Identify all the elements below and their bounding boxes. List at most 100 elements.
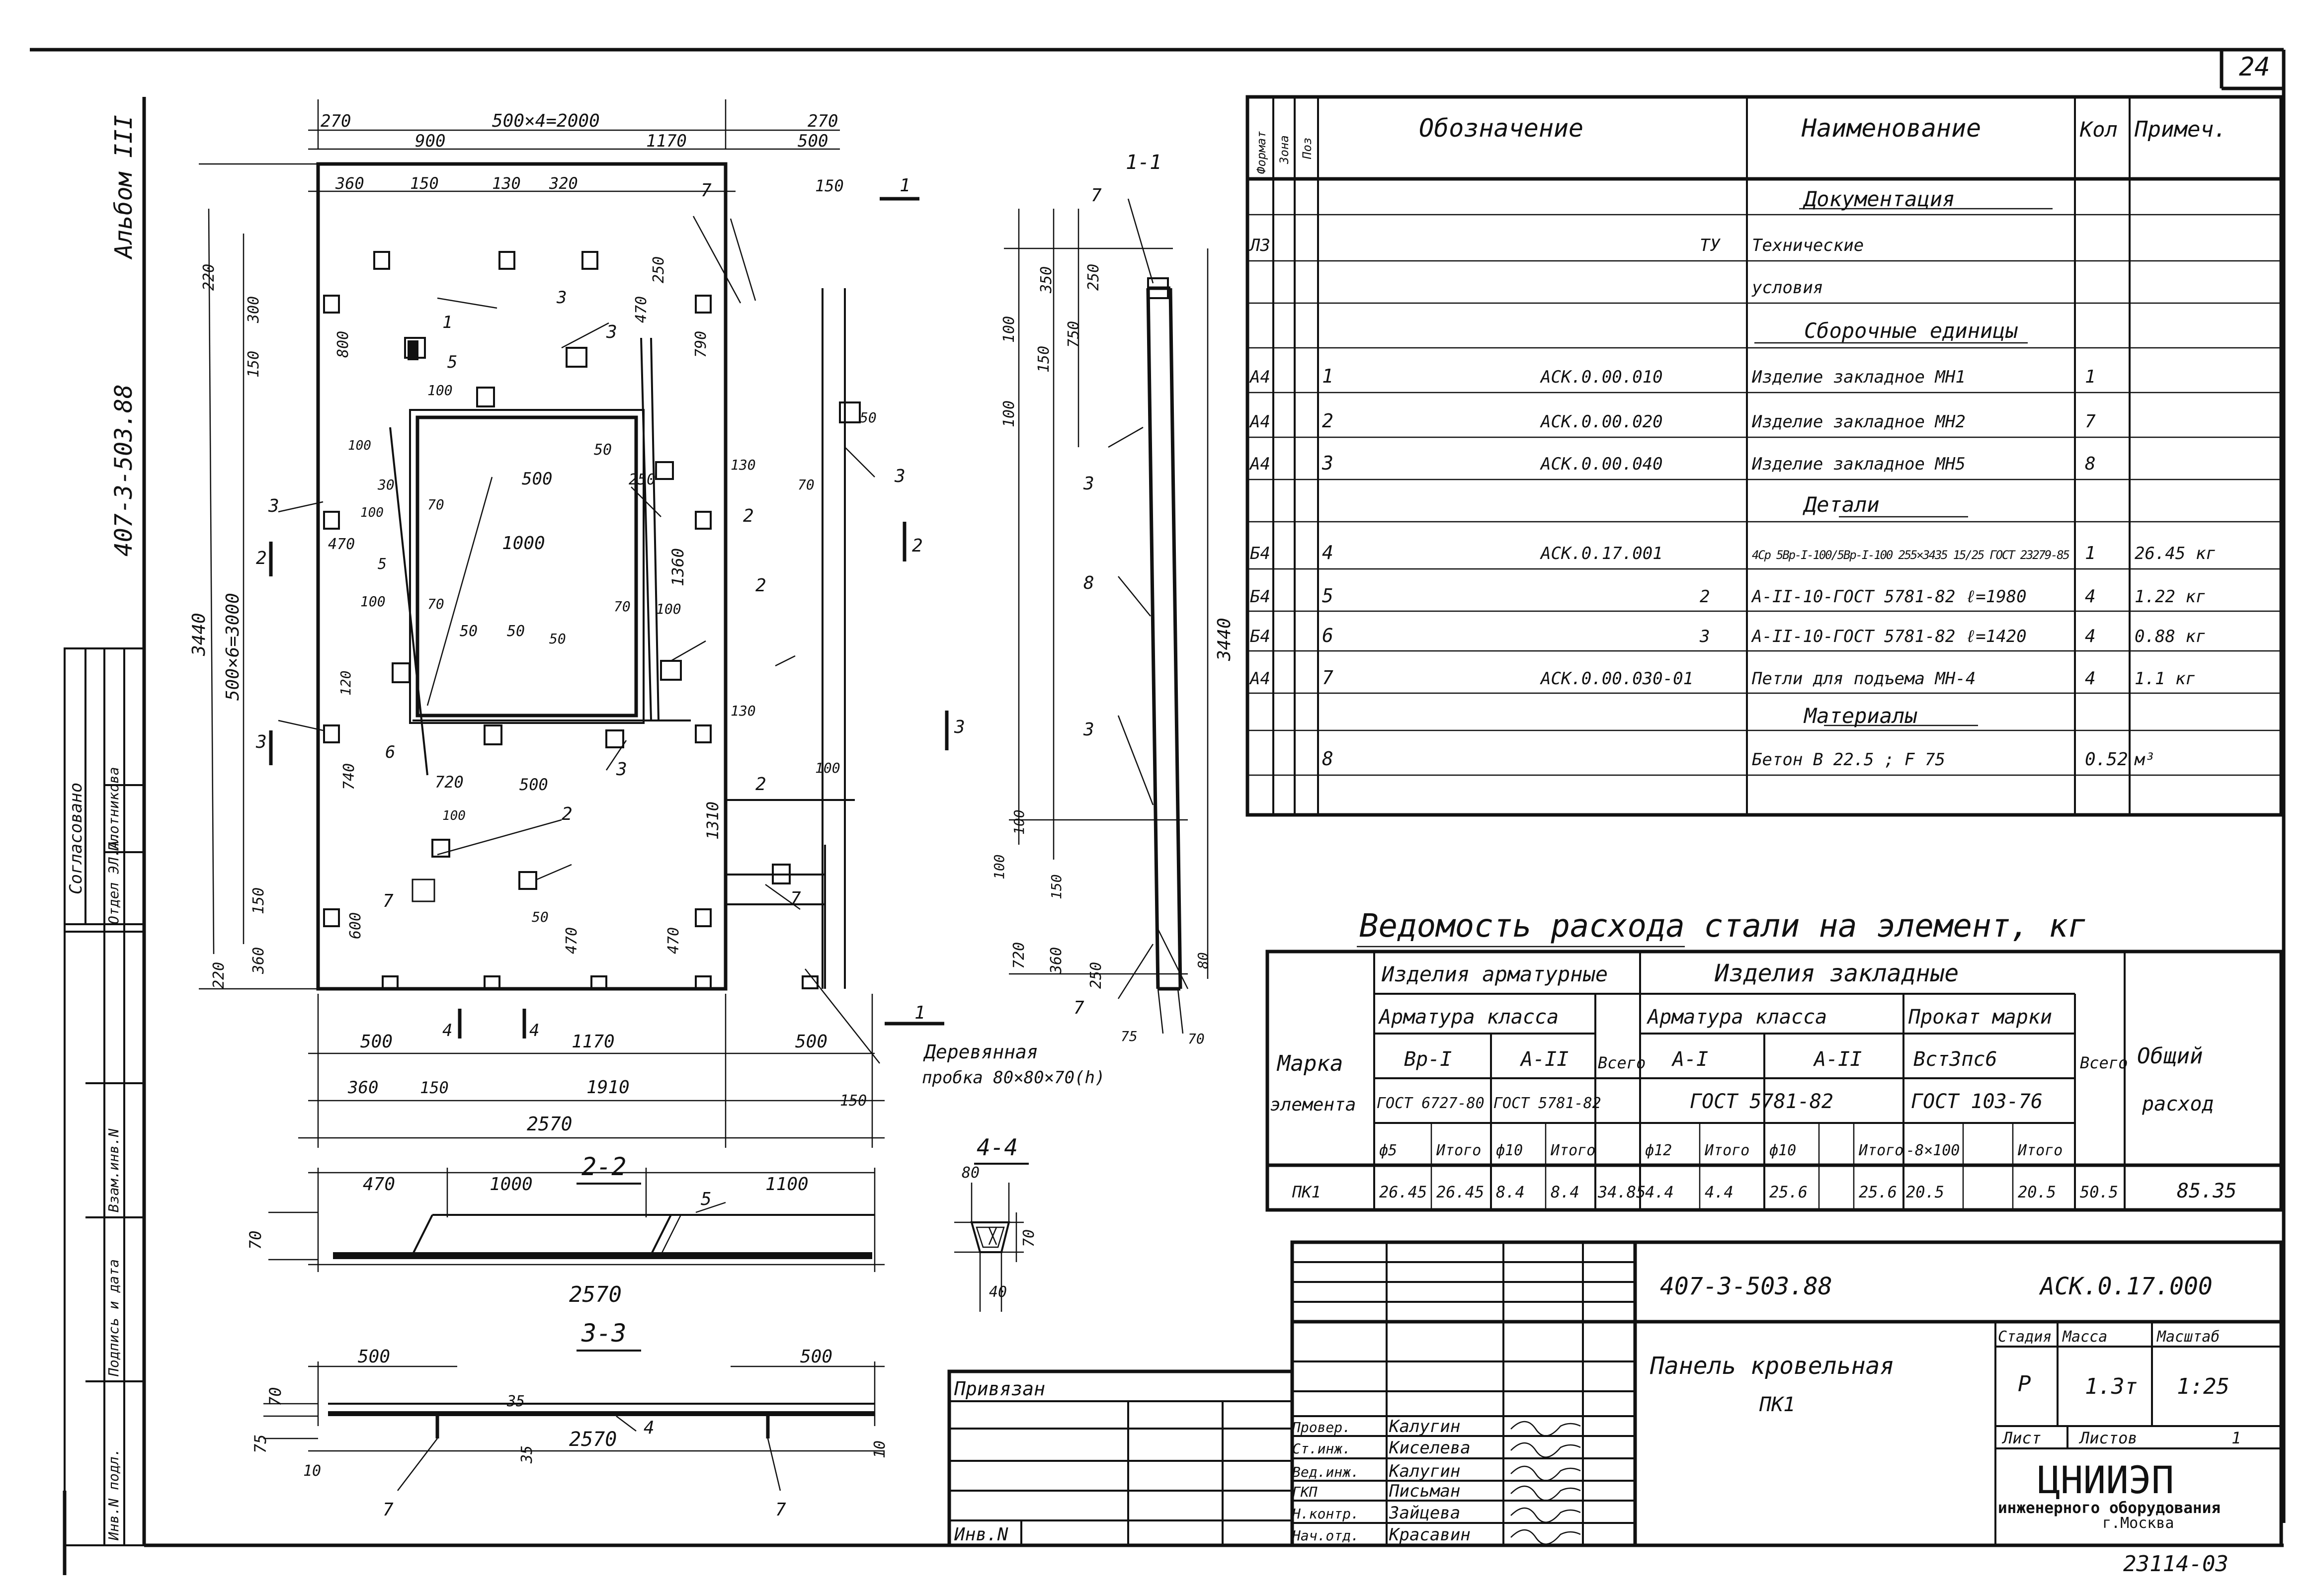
spec-section-heading: Детали	[1803, 492, 1880, 517]
tb-lists: 1	[2231, 1429, 2241, 1447]
callout-5: 5	[447, 352, 457, 372]
section-3-3-labels: 3-3 500 500 35 35 2570 70 75 10 10 4 7 7	[251, 1319, 889, 1520]
sec11-250: 250	[1085, 264, 1102, 291]
steel-gost2: ГОСТ 5781-82	[1493, 1095, 1601, 1112]
tb-person-name: Калугин	[1389, 1417, 1460, 1436]
dim-top-320: 320	[549, 174, 578, 193]
tb-org1: ЦНИИЭП	[2038, 1458, 2174, 1502]
spec-row-note: 0.88 кг	[2135, 627, 2206, 646]
spec-row-designation: ТУ	[1700, 236, 1721, 255]
dim-bot-360: 360	[347, 1078, 378, 1098]
callout-1: 1	[442, 313, 452, 332]
sec11-750: 750	[1065, 321, 1082, 348]
section-mark-1a: 1	[900, 175, 910, 196]
steel-vsego1: Всего	[1598, 1053, 1646, 1072]
steel-marka: Марка	[1276, 1051, 1343, 1076]
spec-row-name: Изделие закладное МН5	[1751, 454, 1966, 474]
spec-row-format: Б4	[1250, 587, 1270, 607]
signature-mark	[1510, 1485, 1581, 1501]
sec11-720: 720	[1010, 942, 1028, 969]
dim-bot-1910: 1910	[586, 1077, 630, 1098]
callout-7a: 7	[701, 180, 712, 201]
spec-row-name: А-II-10-ГОСТ 5781-82 ℓ=1980	[1751, 587, 2027, 607]
dim-in-120: 120	[337, 670, 354, 696]
title-block	[947, 1240, 2283, 1547]
tb-person-role: Вед.инж.	[1292, 1464, 1359, 1480]
section-1-1	[1004, 198, 1209, 1034]
plan-view	[199, 99, 949, 1148]
dim-in-500b: 500	[519, 775, 548, 794]
page-number: 24	[2239, 52, 2270, 82]
section-1-1-labels: 1-1 3440 350 250 100 150 100 750 100 720…	[991, 151, 1235, 1047]
sec11-3440: 3440	[1214, 618, 1235, 661]
spec-row-designation: АСК.0.00.040	[1540, 454, 1663, 474]
spec-row-format: Б4	[1250, 544, 1270, 563]
section-4-4-labels: 4-4 80 70 40	[962, 1134, 1038, 1301]
section-mark-4b: 4	[529, 1021, 539, 1040]
tb-inv: Инв.N	[954, 1524, 1008, 1545]
dim-bot-150: 150	[420, 1078, 449, 1097]
tb-org2: инженерного оборудования	[1998, 1499, 2221, 1517]
steel-subheader-cell: ф5	[1379, 1142, 1397, 1159]
sec33-10a: 10	[303, 1462, 321, 1480]
spec-section-heading: Сборочные единицы	[1804, 319, 2018, 343]
steel-a2b: А-II	[1813, 1048, 1862, 1071]
section-mark-3b: 3	[954, 717, 965, 737]
spec-row-format: Б4	[1250, 627, 1270, 646]
dim-left-3440: 3440	[189, 613, 209, 656]
sec11-100: 100	[1000, 316, 1018, 343]
steel-title: Ведомость расхода стали на элемент, кг	[1359, 908, 2087, 945]
steel-vsego2: Всего	[2080, 1053, 2128, 1072]
left-stamp	[64, 647, 145, 1546]
dim-top-360: 360	[335, 174, 364, 193]
tb-stage-h: Стадия	[1998, 1328, 2052, 1346]
dim-in-100: 100	[427, 382, 453, 399]
sec33-callout-7b: 7	[775, 1500, 786, 1520]
spec-row-format: А4	[1249, 367, 1270, 387]
tb-scale: 1:25	[2177, 1374, 2230, 1399]
dim-in-470: 470	[328, 536, 355, 553]
steel-subheader-cell: ф10	[1496, 1142, 1523, 1159]
tb-person-name: Письман	[1389, 1481, 1460, 1501]
spec-table-text: Формат Зона Поз Обозначение Наименование…	[1254, 114, 2227, 174]
spec-h-zone: Зона	[1277, 135, 1291, 164]
dim-in-50b: 50	[507, 623, 525, 640]
steel-data-cell: 85.35	[2177, 1180, 2236, 1202]
dim-in-100c: 100	[656, 601, 681, 617]
dim-top-900: 900	[415, 131, 445, 151]
steel-data-cell: 20.5	[1906, 1183, 1944, 1201]
spec-row-qty: 8	[2085, 454, 2096, 474]
spec-row-format: А4	[1249, 454, 1270, 474]
dim-bot-2570: 2570	[527, 1113, 573, 1135]
spec-row-note: м³	[2134, 750, 2155, 770]
sec33-title: 3-3	[581, 1319, 626, 1348]
sec11-150: 150	[1035, 346, 1053, 373]
callout-3d: 3	[894, 466, 906, 486]
spec-row-format: А4	[1249, 412, 1270, 432]
tb-mass-h: Масса	[2062, 1328, 2107, 1346]
steel-data-cell: 4.4	[1705, 1183, 1734, 1201]
dim-bot-1170: 1170	[572, 1032, 615, 1052]
steel-prokat: Прокат марки	[1908, 1006, 2052, 1029]
dim-bot-500b: 500	[795, 1032, 827, 1052]
sec11-80: 80	[1195, 952, 1211, 969]
dim-in-50e: 50	[549, 631, 566, 647]
steel-gost4: ГОСТ 103-76	[1911, 1090, 2043, 1113]
steel-data-cell: 26.45	[1379, 1183, 1427, 1201]
callout-2a: 2	[743, 506, 754, 526]
sec22-470: 470	[363, 1174, 395, 1195]
callout-3b: 3	[268, 496, 279, 516]
tb-person-name: Зайцева	[1389, 1503, 1460, 1523]
album-code: 407-3-503.88	[110, 384, 138, 557]
spec-row-name: условия	[1751, 278, 1823, 298]
note-wood-1: Деревянная	[923, 1041, 1038, 1063]
steel-data-cell: 25.6	[1769, 1183, 1808, 1201]
tb-scale-h: Масштаб	[2156, 1328, 2220, 1346]
sec11-100b: 100	[1000, 400, 1018, 427]
spec-row-designation: АСК.0.00.020	[1540, 412, 1663, 432]
steel-a1: А-I	[1671, 1048, 1708, 1071]
steel-subheader-cell: Итого	[1704, 1142, 1749, 1159]
steel-data-cell: 4.4	[1645, 1183, 1674, 1201]
section-3-3	[263, 1361, 885, 1491]
